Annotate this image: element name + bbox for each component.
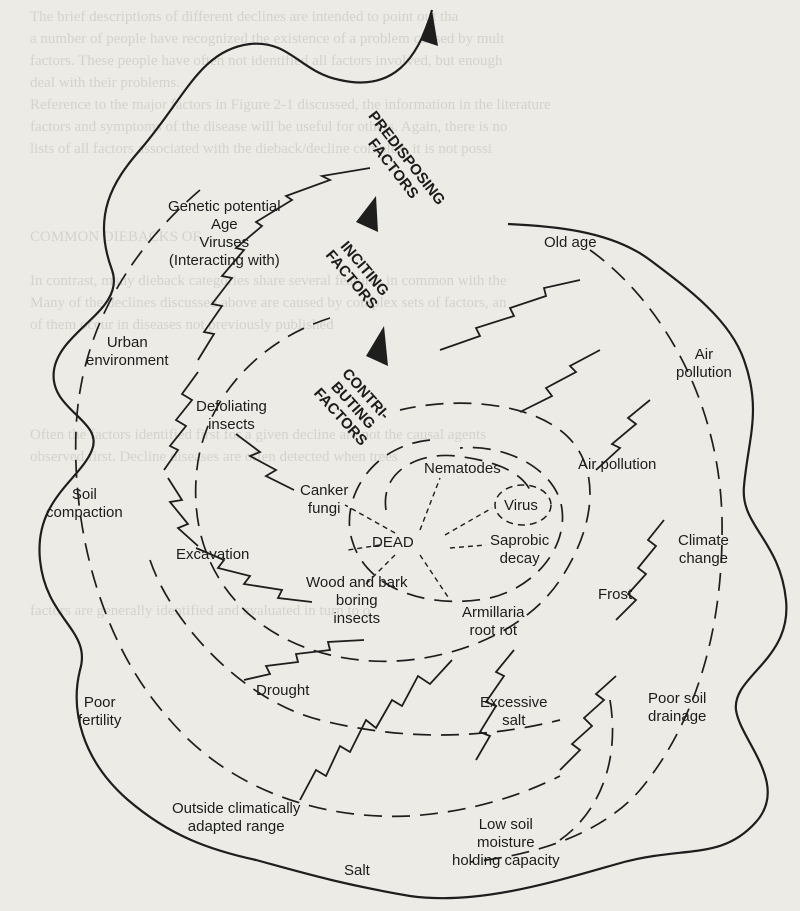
bolt-bottom	[299, 659, 453, 801]
label-drought: Drought	[256, 682, 310, 699]
label-nematodes: Nematodes	[424, 460, 501, 477]
label-armillaria: Armillaria root rot	[462, 604, 525, 639]
bolt-right-low	[559, 675, 617, 771]
outer-boundary	[38, 9, 788, 900]
wedge-contributing	[366, 326, 388, 366]
dash-core	[384, 454, 531, 511]
label-salt: Salt	[344, 862, 370, 879]
label-poor-soil-drainage: Poor soil drainage	[648, 690, 707, 725]
wedge-inciting	[356, 196, 378, 232]
bleed-text-line: Often the factors identified first for a…	[30, 427, 487, 443]
bolt-upper-right	[439, 279, 581, 351]
bolt-left-down	[167, 477, 199, 547]
bleed-text-line: of them occur in diseases not previously…	[30, 317, 334, 333]
wedge-predisposing	[420, 10, 438, 46]
label-dead: DEAD	[372, 534, 414, 551]
bleed-text-line: COMMON DIEBACKS OF	[30, 229, 201, 245]
dash-outer-right	[469, 249, 723, 863]
bolt-air	[595, 399, 651, 471]
bleed-text-line: In contrast, many dieback categories sha…	[30, 273, 507, 289]
label-air-pollution-inner: Air pollution	[578, 456, 657, 473]
dead-radials	[344, 477, 493, 601]
bleed-text-line: The brief descriptions of different decl…	[30, 9, 459, 25]
label-air-pollution-outer: Air pollution	[676, 346, 732, 381]
label-low-soil-moisture: Low soil moisture holding capacity	[452, 816, 560, 869]
label-defoliating: Defoliating insects	[196, 398, 267, 433]
bleed-text-line: factors are generally identified and eva…	[30, 603, 371, 619]
bolt-excavation	[195, 547, 313, 603]
bolt-inner-right	[519, 349, 601, 413]
label-frost: Frost	[598, 586, 633, 603]
bolt-salt	[475, 649, 515, 761]
bleed-text-line: Reference to the major factors in Figure…	[30, 97, 551, 113]
dash-lower	[149, 559, 561, 736]
bolt-drought	[243, 639, 365, 681]
bolt-top	[197, 167, 371, 361]
dash-mid	[194, 317, 591, 663]
bolt-right	[615, 519, 665, 621]
bolt-left	[163, 371, 199, 471]
label-climate-change: Climate change	[678, 532, 729, 567]
label-soil-compaction: Soil compaction	[46, 486, 123, 521]
bleed-text-line: deal with their problems.	[30, 75, 180, 91]
virus-ring	[494, 484, 552, 526]
label-genetic: Genetic potential Age Viruses (Interacti…	[168, 198, 281, 269]
label-poor-fertility: Poor fertility	[78, 694, 122, 729]
lightning-bolts	[163, 167, 665, 801]
spiral-dashes	[74, 189, 723, 863]
bolt-canker	[235, 433, 295, 491]
label-old-age: Old age	[544, 234, 597, 251]
label-saprobic: Saprobic decay	[490, 532, 550, 567]
bleed-text-line: Many of the declines discussed above are…	[30, 295, 507, 311]
dash-outer-left	[74, 189, 561, 818]
bleed-text-line: a number of people have recognized the e…	[30, 31, 505, 47]
label-canker: Canker fungi	[300, 482, 349, 517]
bleed-text-line: factors and symptoms of the disease will…	[30, 119, 508, 135]
label-excessive-salt: Excessive salt	[480, 694, 548, 729]
bleed-text-line: observed first. Decline diseases are oft…	[30, 449, 398, 465]
dash-lowest	[559, 699, 614, 841]
label-outside-range: Outside climatically adapted range	[172, 800, 301, 835]
label-virus: Virus	[504, 497, 538, 514]
label-excavation: Excavation	[176, 546, 250, 563]
bleed-text-line: factors. These people have often not ide…	[30, 53, 503, 69]
wedges	[356, 10, 438, 366]
label-urban: Urban environment	[86, 334, 169, 369]
label-wood-bark: Wood and bark boring insects	[306, 574, 408, 627]
